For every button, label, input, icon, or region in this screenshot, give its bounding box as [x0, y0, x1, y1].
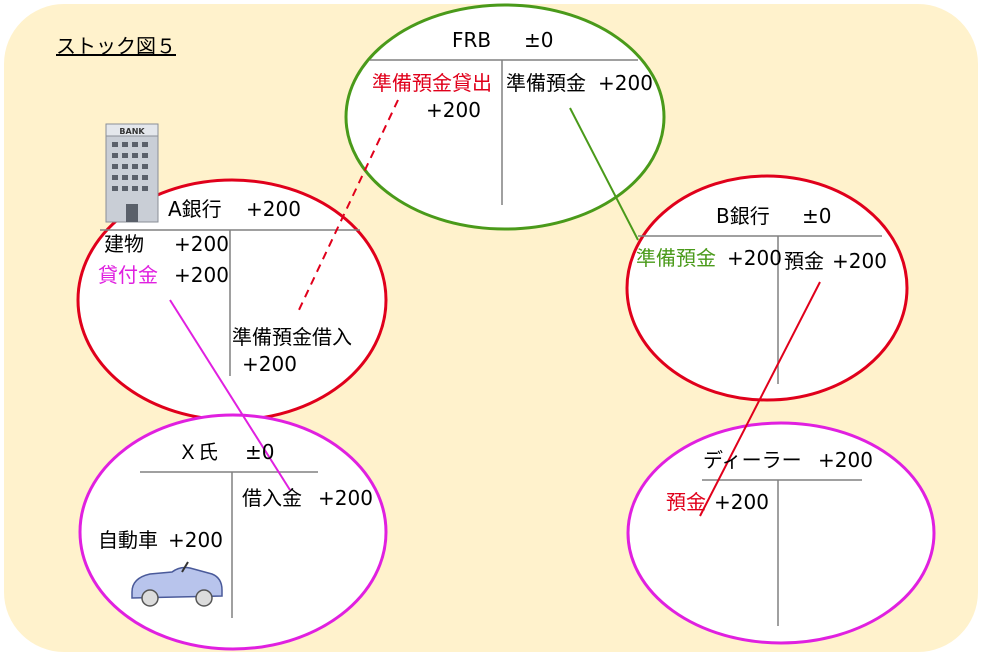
mr-x-change: ±0: [245, 440, 275, 464]
frb-reserve-loan-value: +200: [426, 98, 481, 122]
bank-a-change: +200: [246, 197, 301, 221]
bank-b-deposit-value: +200: [832, 249, 887, 273]
bank-a-borrow-label: 準備預金借入: [232, 325, 352, 349]
bank-building-icon: BANK: [105, 123, 159, 223]
mr-x-car-label: 自動車: [98, 528, 158, 552]
bank-a-building-value: +200: [174, 232, 229, 256]
dealer-name: ディーラー: [703, 448, 802, 472]
dealer-deposit-label: 預金: [666, 490, 706, 514]
frb-reserve-loan-label: 準備預金貸出: [372, 71, 492, 95]
frb-name: FRB: [452, 28, 492, 52]
bank-b-reserve-value: +200: [727, 246, 782, 270]
mr-x-t-account: [140, 471, 318, 618]
bank-b-change: ±0: [802, 204, 832, 228]
mr-x-debt-label: 借入金: [242, 486, 302, 510]
bank-b-ellipse: [625, 174, 909, 402]
bank-a-loan-label: 貸付金: [98, 263, 158, 287]
frb-ellipse: [344, 3, 666, 231]
bank-sign-text: BANK: [119, 127, 145, 136]
bank-b-t-account: [638, 235, 882, 384]
dealer-ellipse: [626, 421, 936, 645]
mr-x-car-value: +200: [168, 528, 223, 552]
frb-t-account: [370, 59, 638, 205]
bank-b-name: B銀行: [716, 204, 770, 228]
loan-magenta-link: [169, 299, 291, 491]
mr-x-debt-value: +200: [318, 486, 373, 510]
frb-change: ±0: [524, 28, 554, 52]
page-title: ストック図５: [56, 34, 176, 58]
reserve-loan-dashed-link: [297, 99, 399, 313]
bank-a-t-account: [100, 229, 360, 376]
bank-a-building-label: 建物: [104, 232, 144, 256]
bank-b-deposit-label: 預金: [784, 249, 824, 273]
bank-b-reserve-label: 準備預金: [636, 246, 716, 270]
reserve-deposit-green-link: [569, 107, 639, 241]
bank-a-loan-value: +200: [174, 263, 229, 287]
frb-reserve-deposit-value: +200: [598, 71, 653, 95]
dealer-change: +200: [818, 448, 873, 472]
dealer-t-account: [702, 479, 862, 626]
mr-x-name: Ｘ氏: [178, 440, 218, 464]
car-icon: [131, 561, 223, 607]
bank-a-borrow-value: +200: [242, 352, 297, 376]
dealer-deposit-value: +200: [714, 490, 769, 514]
deposit-red-link: [699, 281, 821, 517]
frb-reserve-deposit-label: 準備預金: [506, 71, 586, 95]
bank-a-name: A銀行: [168, 197, 222, 221]
